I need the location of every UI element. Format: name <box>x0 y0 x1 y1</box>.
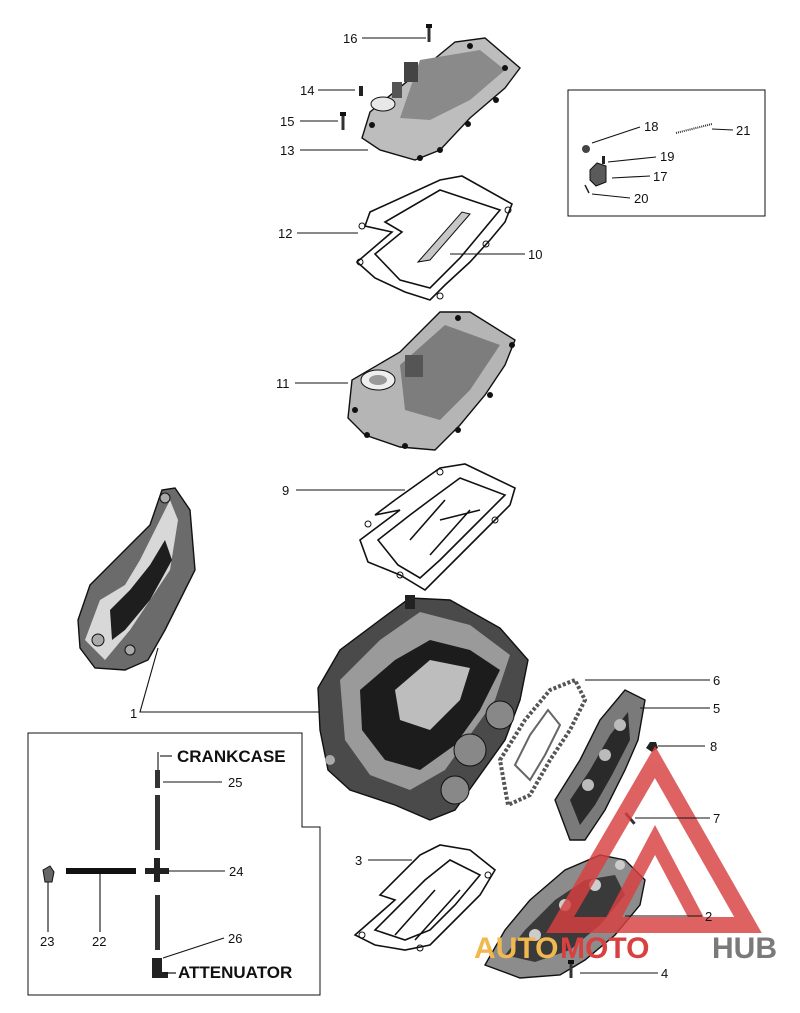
callout-4: 4 <box>661 966 668 981</box>
plate-11 <box>347 311 516 451</box>
callout-25: 25 <box>228 775 242 790</box>
callout-5: 5 <box>713 701 720 716</box>
callout-16: 16 <box>343 31 357 46</box>
callout-1: 1 <box>130 706 137 721</box>
callout-3: 3 <box>355 853 362 868</box>
watermark-moto: MOTO <box>560 932 649 965</box>
hose-vertical <box>155 795 160 950</box>
fitting-25 <box>155 770 160 788</box>
screw-19 <box>602 156 605 164</box>
crankcase-label: CRANKCASE <box>177 747 286 766</box>
watermark-auto: AUTO <box>474 932 558 965</box>
callout-21: 21 <box>736 123 750 138</box>
bolt-16 <box>426 24 432 42</box>
screw-14 <box>359 86 363 96</box>
washer-18 <box>582 145 590 153</box>
inset-box-small-parts <box>567 89 766 217</box>
callout-14: 14 <box>300 83 314 98</box>
callout-18: 18 <box>644 119 658 134</box>
gasket-3 <box>353 844 497 952</box>
callout-6: 6 <box>713 673 720 688</box>
callout-13: 13 <box>280 143 294 158</box>
tee-fitting-24 <box>145 858 169 882</box>
callout-2: 2 <box>705 909 712 924</box>
watermark-hub: HUB <box>712 932 777 965</box>
cover-plate-13 <box>361 37 521 161</box>
callout-24: 24 <box>229 864 243 879</box>
clamp-23 <box>42 865 55 883</box>
manifold-5 <box>554 689 646 841</box>
callout-20: 20 <box>634 191 648 206</box>
callout-numbers: 16 14 15 13 12 10 11 9 1 6 5 8 7 3 2 4 1… <box>40 31 750 981</box>
callout-11: 11 <box>276 376 290 391</box>
crankcase-cover-left <box>77 487 196 671</box>
callout-8: 8 <box>710 739 717 754</box>
callout-19: 19 <box>660 149 674 164</box>
spring-21 <box>675 123 713 134</box>
callout-23: 23 <box>40 934 54 949</box>
pin-20 <box>584 184 590 194</box>
callout-22: 22 <box>92 934 106 949</box>
callout-10: 10 <box>528 247 542 262</box>
elbow-fitting-26 <box>152 958 168 978</box>
callout-17: 17 <box>653 169 667 184</box>
screw-15 <box>340 112 346 130</box>
inset-box-hoses <box>27 732 321 996</box>
attenuator-label: ATTENUATOR <box>178 963 292 982</box>
callout-26: 26 <box>228 931 242 946</box>
cylinder-block <box>317 595 529 821</box>
gasket-6 <box>497 677 588 808</box>
callout-9: 9 <box>282 483 289 498</box>
watermark-logo <box>546 745 762 933</box>
gasket-12 <box>355 175 513 301</box>
callout-15: 15 <box>280 114 294 129</box>
valve-body-17 <box>589 162 607 187</box>
leader-lines <box>47 37 734 974</box>
callout-7: 7 <box>713 811 720 826</box>
watermark-triangle-icon <box>546 745 762 933</box>
gasket-9 <box>359 463 516 592</box>
watermark-text: AUTO MOTO HUB <box>474 932 777 965</box>
hose-22 <box>66 868 136 874</box>
bolt-4 <box>568 960 574 978</box>
callout-12: 12 <box>278 226 292 241</box>
